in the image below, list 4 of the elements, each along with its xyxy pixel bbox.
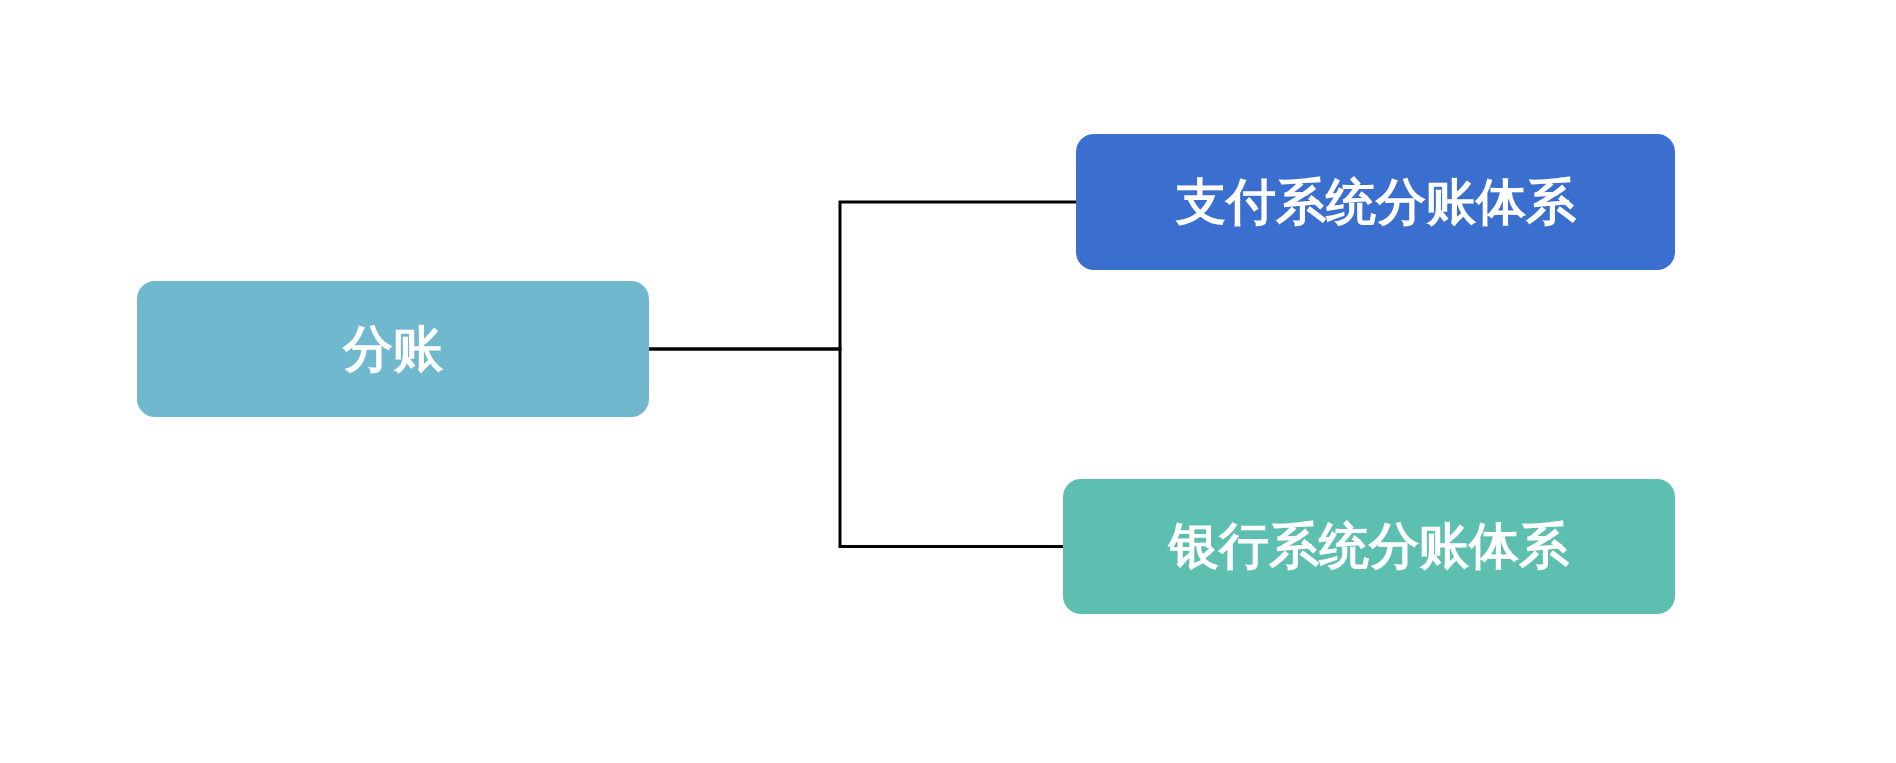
topic-box: 银行系统分账体系: [1063, 479, 1675, 614]
topic-box: 分账: [137, 281, 649, 417]
topic-box: 支付系统分账体系: [1076, 134, 1675, 270]
connector-line: [649, 347, 1063, 548]
